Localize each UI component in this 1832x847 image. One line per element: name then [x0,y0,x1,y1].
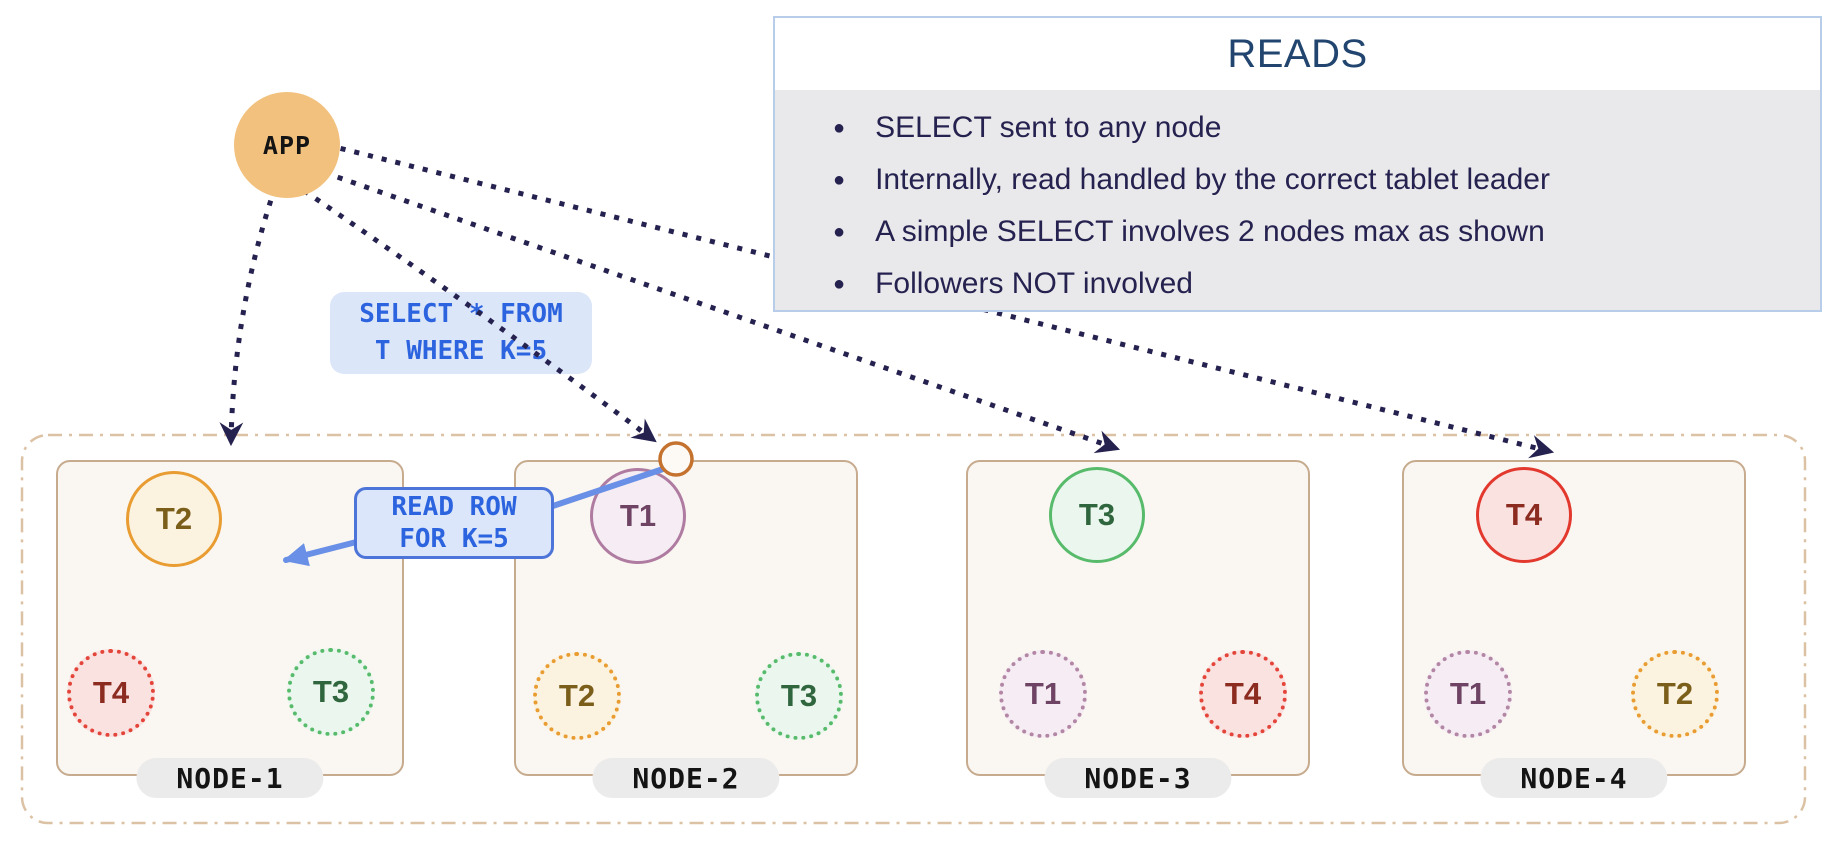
tablet-label: T2 [558,678,596,713]
reads-panel-title: READS [1227,31,1368,76]
node2-tablet-t1-leader: T1 [590,468,686,564]
bullet-icon: ● [833,116,846,139]
app-circle: APP [234,92,340,198]
tablet-label: T4 [92,675,130,710]
reads-list-item: ● A simple SELECT involves 2 nodes max a… [833,206,1800,258]
node2-tablet-t2-follower: T2 [533,652,621,740]
node1-tablet-t2-leader: T2 [126,471,222,567]
arrow-app-to-node1 [219,199,274,447]
tablet-label: T1 [1024,676,1062,711]
node1-tablet-t4-follower: T4 [67,649,155,737]
reads-item-text: Followers NOT involved [875,267,1193,300]
node2-tablet-t3-follower: T3 [755,652,843,740]
node-4-label: NODE-4 [1480,758,1668,798]
select-query-line2: T WHERE K=5 [374,336,548,366]
node1-tablet-t3-follower: T3 [287,648,375,736]
node3-tablet-t4-follower: T4 [1199,650,1287,738]
tablet-label: T3 [312,674,350,709]
reads-item-text: Internally, read handled by the correct … [875,163,1550,196]
reads-item-text: A simple SELECT involves 2 nodes max as … [875,215,1545,248]
read-row-line2: FOR K=5 [399,524,509,554]
node4-tablet-t2-follower: T2 [1631,650,1719,738]
reads-list-item: ● Internally, read handled by the correc… [833,154,1800,206]
tablet-label: T2 [155,501,193,536]
reads-list-item: ● Followers NOT involved [833,258,1800,310]
bullet-icon: ● [833,272,846,295]
node3-tablet-t1-follower: T1 [999,650,1087,738]
node4-tablet-t1-follower: T1 [1424,650,1512,738]
tablet-label: T2 [1656,676,1694,711]
node-2-label: NODE-2 [592,758,780,798]
reads-item-text: SELECT sent to any node [875,111,1222,144]
tablet-label: T3 [780,678,818,713]
tablet-label: T1 [1449,676,1487,711]
node4-tablet-t4-leader: T4 [1476,467,1572,563]
tablet-label: T3 [1078,497,1116,532]
node-1-label: NODE-1 [136,758,324,798]
read-row-line1: READ ROW [391,492,517,522]
reads-list-item: ● SELECT sent to any node [833,102,1800,154]
tablet-label: T1 [619,498,657,533]
app-label: APP [262,130,312,160]
reads-panel: READS ● SELECT sent to any node ● Intern… [773,16,1822,312]
tablet-label: T4 [1224,676,1262,711]
select-query-line1: SELECT * FROM [359,299,563,329]
bullet-icon: ● [833,220,846,243]
node3-tablet-t3-leader: T3 [1049,467,1145,563]
tablet-label: T4 [1505,497,1543,532]
read-row-label: READ ROW FOR K=5 [354,487,554,559]
bullet-icon: ● [833,168,846,191]
select-query-label: SELECT * FROM T WHERE K=5 [330,292,592,374]
reads-panel-header: READS [775,18,1820,90]
node-3-label: NODE-3 [1044,758,1232,798]
reads-list: ● SELECT sent to any node ● Internally, … [775,90,1820,310]
